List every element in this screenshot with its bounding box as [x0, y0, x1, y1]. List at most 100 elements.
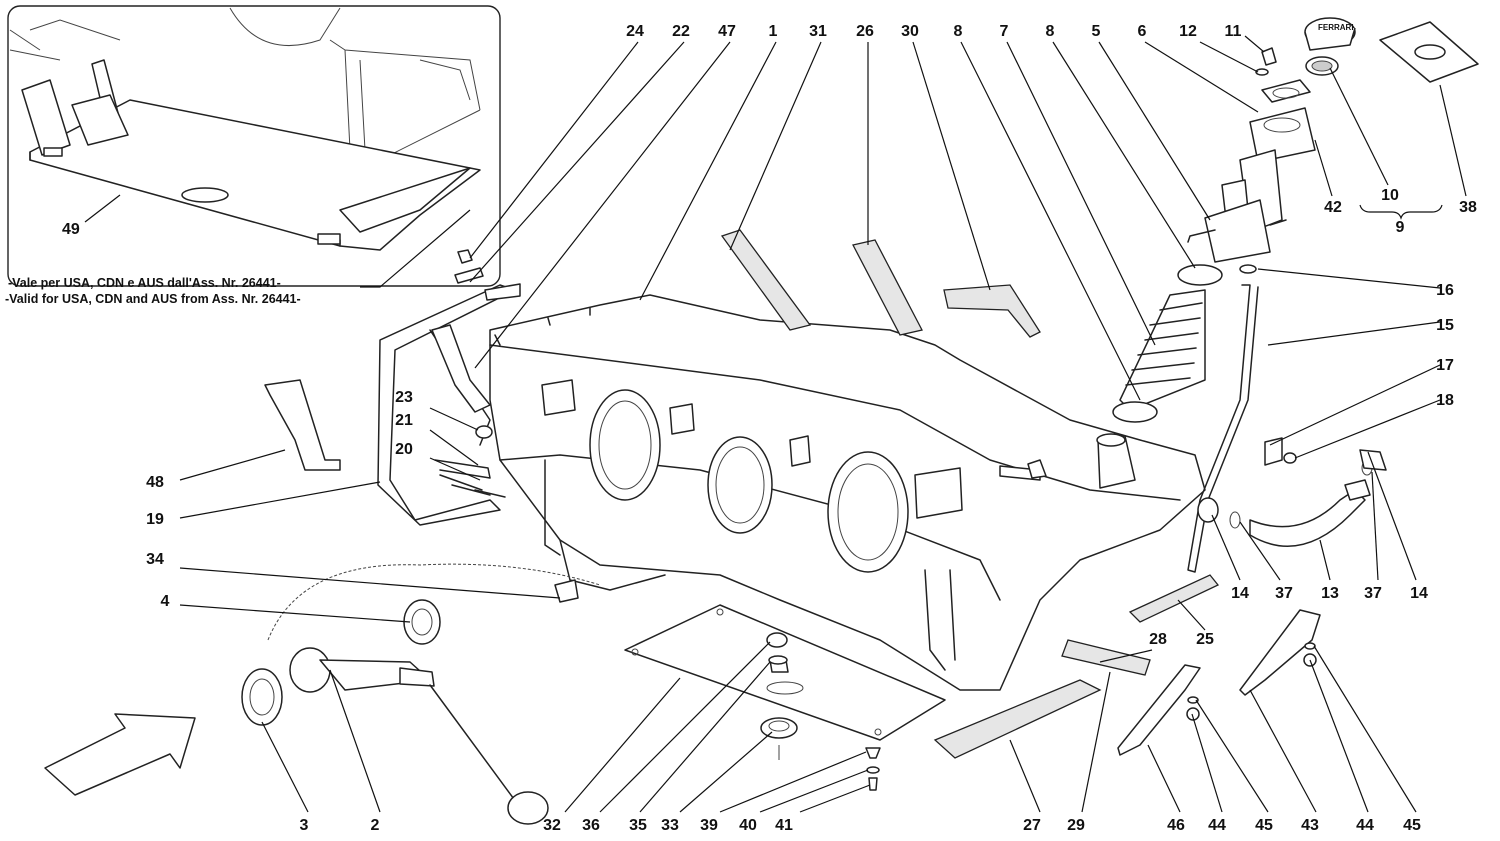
bracket-43 — [1239, 609, 1321, 696]
leader-19 — [179, 481, 381, 519]
leader-48 — [179, 449, 286, 481]
callout-34: 34 — [146, 551, 164, 568]
filler-assembly: FERRARI — [1112, 17, 1479, 423]
studs — [434, 425, 506, 498]
callout-45: 45 — [1403, 817, 1421, 834]
callout-43: 43 — [1301, 817, 1319, 834]
leader-37 — [1371, 471, 1379, 581]
inset-note-italian: -Vale per USA, CDN e AUS dall'Ass. Nr. 2… — [8, 276, 281, 290]
callout-42: 42 — [1324, 199, 1342, 216]
bracket-fasteners — [1186, 642, 1317, 721]
callout-8: 8 — [954, 23, 963, 40]
direction-arrow — [44, 713, 196, 796]
leader-1 — [639, 41, 777, 301]
bracket-46 — [1117, 664, 1201, 756]
callout-21: 21 — [395, 412, 413, 429]
callout-10: 10 — [1381, 187, 1399, 204]
leader-8 — [960, 41, 1141, 401]
callout-46: 46 — [1167, 817, 1185, 834]
leader-25 — [1177, 599, 1206, 631]
leader-32 — [564, 677, 681, 813]
leader-34 — [179, 567, 561, 599]
leader-27 — [1009, 739, 1041, 813]
inset-panel: 49 -Vale per USA, CDN e AUS dall'Ass. Nr… — [5, 5, 501, 306]
leader-18 — [1294, 399, 1441, 459]
leader-45 — [1313, 645, 1417, 813]
callout-44: 44 — [1356, 817, 1374, 834]
leader-44 — [1309, 659, 1369, 813]
leader-24 — [469, 41, 639, 259]
callout-8: 8 — [1046, 23, 1055, 40]
leader-7 — [1006, 41, 1156, 346]
leader-42 — [1314, 139, 1333, 197]
callout-14: 14 — [1410, 585, 1428, 602]
leader-14 — [1211, 514, 1241, 581]
callout-4: 4 — [161, 593, 170, 610]
callout-28: 28 — [1149, 631, 1167, 648]
callout-47: 47 — [718, 23, 736, 40]
leader-11 — [1244, 35, 1265, 53]
callout-49: 49 — [62, 221, 80, 238]
callout-36: 36 — [582, 817, 600, 834]
leader-8 — [1052, 41, 1196, 269]
leader-45 — [1195, 699, 1269, 813]
callout-33: 33 — [661, 817, 679, 834]
leader-36 — [599, 641, 771, 813]
callout-12: 12 — [1179, 23, 1197, 40]
leader-30 — [912, 41, 991, 291]
leader-17 — [1269, 364, 1441, 446]
foam-30 — [943, 284, 1041, 338]
leader-20 — [429, 457, 481, 481]
callout-37: 37 — [1275, 585, 1293, 602]
callout-17: 17 — [1436, 357, 1454, 374]
callout-9: 9 — [1396, 219, 1405, 236]
foam-26 — [852, 239, 923, 336]
callout-25: 25 — [1196, 631, 1214, 648]
callout-37: 37 — [1364, 585, 1382, 602]
bracket-48 — [264, 379, 341, 471]
callout-20: 20 — [395, 441, 413, 458]
foam-28 — [1061, 639, 1151, 676]
foam-31 — [720, 229, 812, 331]
callout-18: 18 — [1436, 392, 1454, 409]
leader-41 — [799, 784, 871, 813]
leader-10 — [1329, 67, 1389, 186]
vent-hose — [1187, 264, 1297, 573]
hose-13 — [1027, 449, 1387, 547]
leader-13 — [1319, 539, 1331, 581]
leader-15 — [1267, 321, 1441, 346]
callout-39: 39 — [700, 817, 718, 834]
callout-29: 29 — [1067, 817, 1085, 834]
callout-38: 38 — [1459, 199, 1477, 216]
callout-41: 41 — [775, 817, 793, 834]
callout-48: 48 — [146, 474, 164, 491]
leader-40 — [759, 769, 869, 813]
leader-46 — [1147, 744, 1181, 813]
callout-26: 26 — [856, 23, 874, 40]
callout-1: 1 — [769, 23, 778, 40]
callout-24: 24 — [626, 23, 644, 40]
leader-37 — [1239, 521, 1281, 581]
callout-13: 13 — [1321, 585, 1339, 602]
cap-logo: FERRARI — [1318, 23, 1354, 32]
callout-30: 30 — [901, 23, 919, 40]
callout-31: 31 — [809, 23, 827, 40]
tank-strap — [377, 249, 521, 526]
leader-12 — [1199, 41, 1259, 73]
leader-lines — [179, 35, 1467, 813]
leader-43 — [1249, 689, 1317, 813]
callout-11: 11 — [1225, 23, 1242, 40]
callout-23: 23 — [395, 389, 413, 406]
leader-39 — [719, 751, 867, 813]
callout-5: 5 — [1092, 23, 1101, 40]
leader-21 — [429, 429, 479, 466]
leader-16 — [1257, 268, 1441, 289]
leader-22 — [469, 41, 685, 283]
callout-35: 35 — [629, 817, 647, 834]
leader-4 — [179, 604, 411, 623]
leader-5 — [1098, 41, 1211, 221]
leader-29 — [1081, 671, 1111, 813]
